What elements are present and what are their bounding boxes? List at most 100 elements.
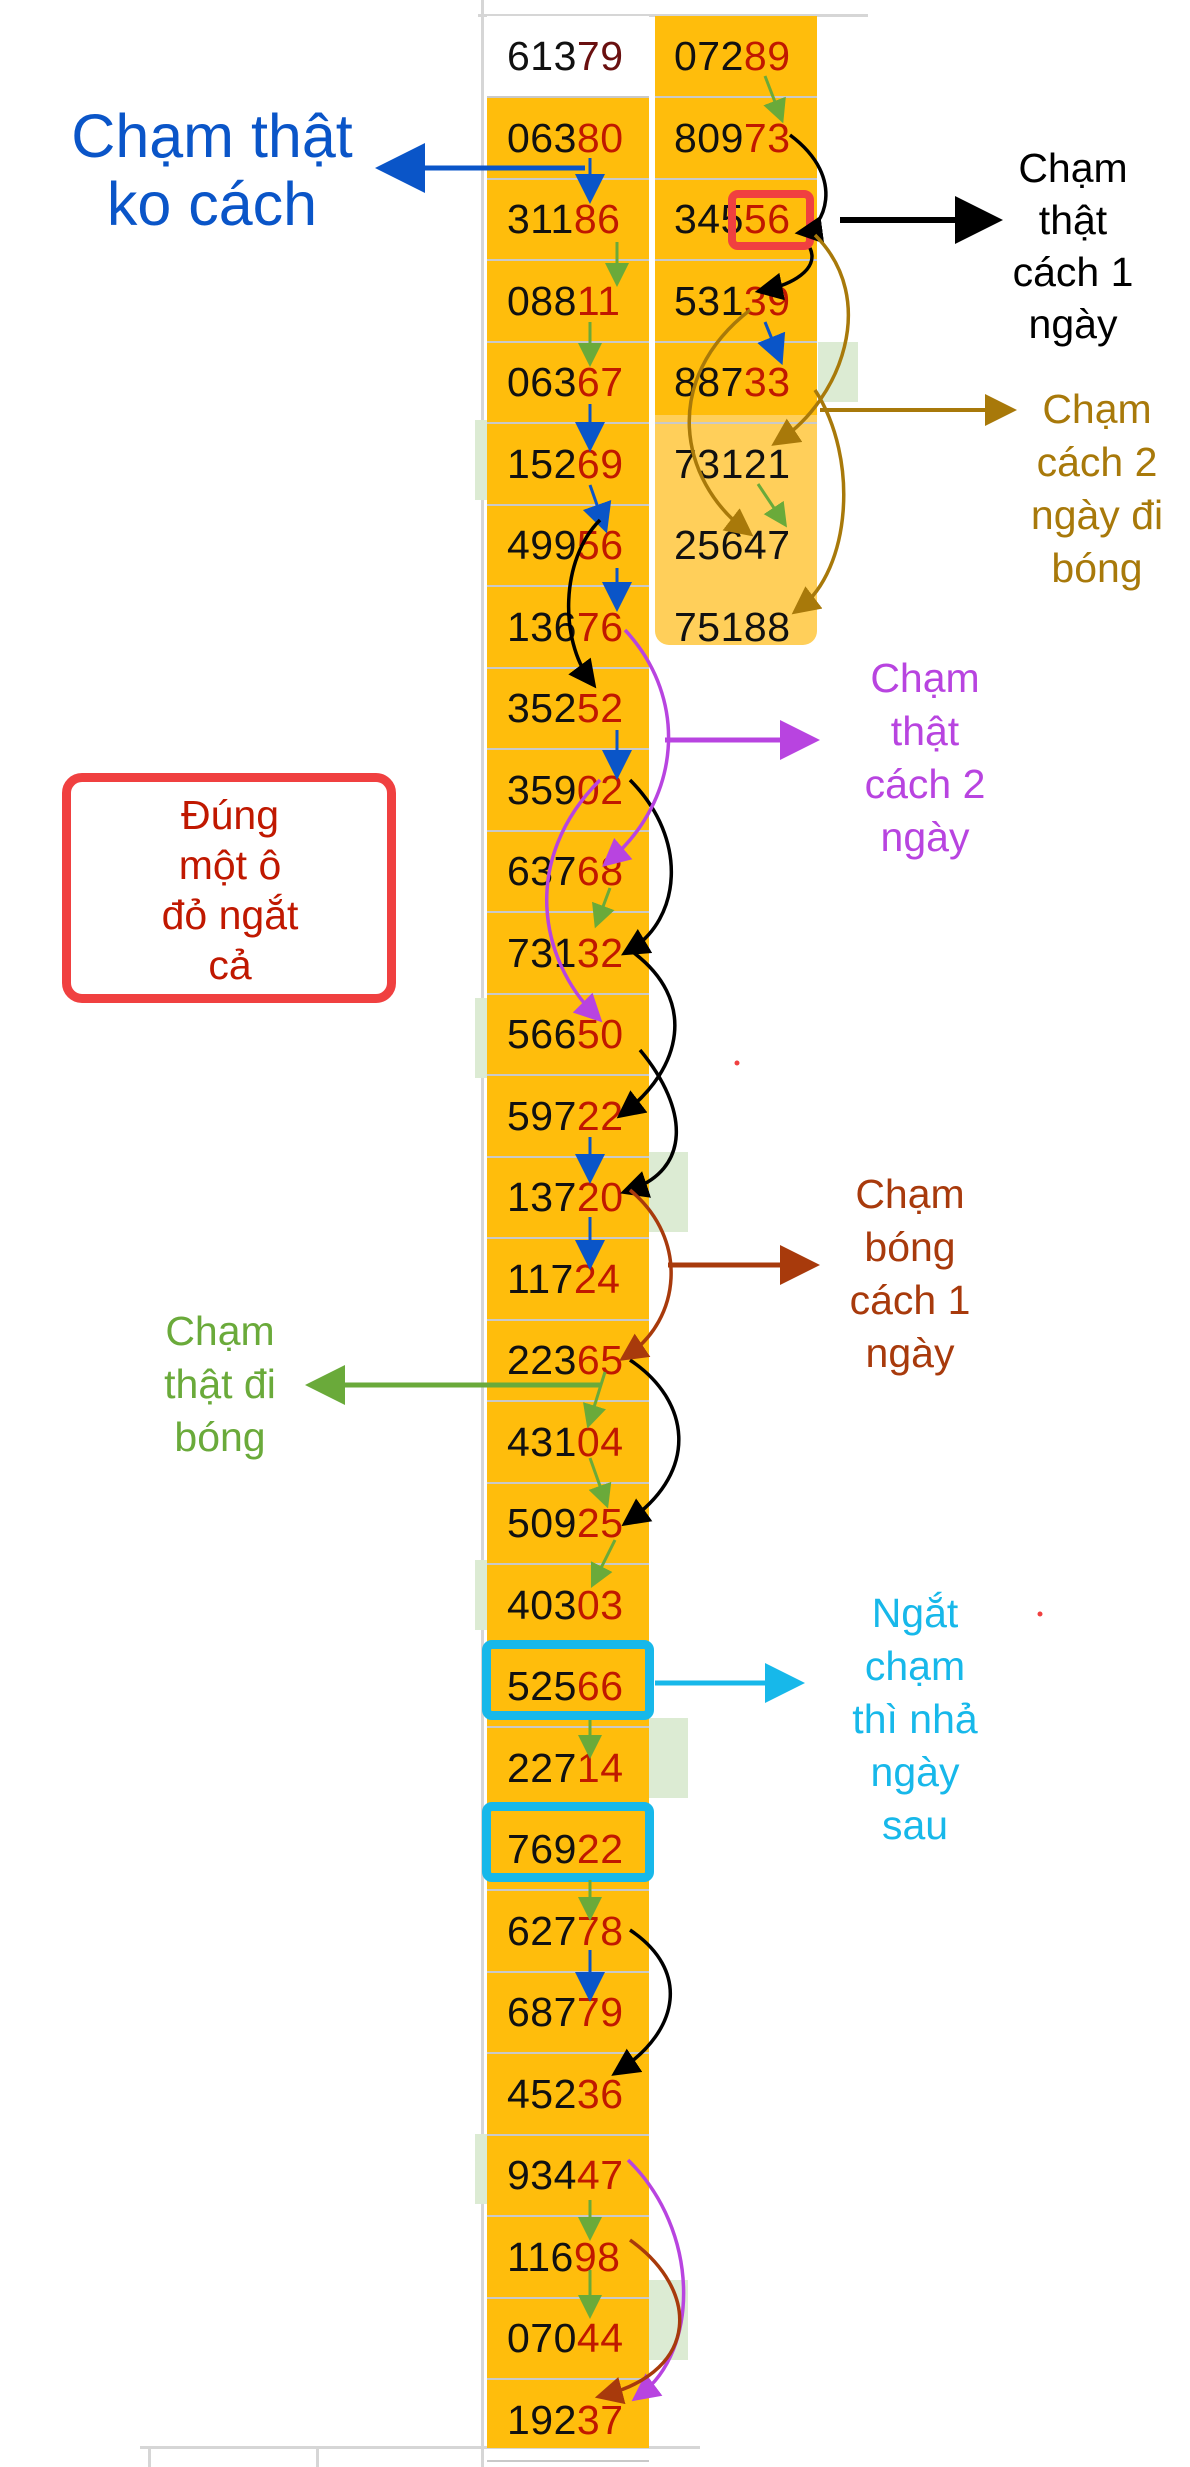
- background-green-cell: [475, 2134, 487, 2204]
- note-line: Đúng: [180, 792, 279, 838]
- number-cell: 61379: [487, 16, 649, 98]
- note-dung-mot-o-do-ngat-ca: Đúng một ô đỏ ngắt cả: [85, 790, 375, 990]
- note-line: cả: [208, 942, 252, 988]
- number-tail-digits: 66: [576, 1663, 624, 1709]
- number-head-digits: 769: [507, 1826, 577, 1872]
- note-line: Chạm: [870, 655, 980, 701]
- number-head-digits: 136: [507, 603, 577, 650]
- number-cell: 07289: [655, 16, 817, 98]
- note-line: ngày: [865, 1330, 955, 1376]
- background-green-cell: [475, 420, 487, 500]
- number-cell: 50925: [487, 1483, 649, 1565]
- note-cham-cach-2-ngay-di-bong: Chạm cách 2 ngày đi bóng: [1012, 383, 1182, 595]
- number-cell: 59722: [487, 1076, 649, 1158]
- brown-curve-arrow: [594, 2238, 682, 2405]
- blue-down-arrow: [582, 484, 612, 534]
- number-head-digits: 116: [507, 2233, 574, 2280]
- note-line: Ngắt: [871, 1590, 959, 1636]
- number-cell: 88733: [655, 342, 817, 424]
- note-line: ngày: [880, 814, 970, 860]
- black-curve-arrow: [611, 1928, 673, 2076]
- number-head-digits: 403: [507, 1581, 577, 1628]
- number-head-digits: 731: [507, 929, 577, 976]
- background-green-cell: [475, 998, 487, 1078]
- number-tail-digits: 65: [576, 1337, 624, 1383]
- grid-line-top: [478, 14, 868, 17]
- olive-curve-arrow: [771, 233, 851, 446]
- number-head-digits: 597: [507, 1092, 577, 1139]
- number-tail-digits: 98: [573, 2233, 621, 2280]
- green-down-arrow: [756, 483, 787, 528]
- number-tail-digits: 79: [576, 33, 624, 79]
- black-curve-arrow: [788, 133, 828, 244]
- number-head-digits: 063: [507, 114, 577, 161]
- number-tail-digits: 22: [576, 1092, 624, 1139]
- number-cell: 06380: [487, 98, 649, 180]
- number-head-digits: 117: [507, 1255, 574, 1302]
- number-cell: 75188: [655, 587, 817, 669]
- note-line: thật đi: [164, 1361, 276, 1407]
- note-line: cách 2: [1036, 439, 1158, 485]
- number-head-digits: 531: [674, 277, 744, 324]
- number-cell: 45236: [487, 2054, 649, 2136]
- brown-curve-arrow: [619, 1188, 673, 1361]
- number-tail-digits: 89: [743, 33, 791, 79]
- number-head-digits: 352: [507, 685, 577, 731]
- cyan-highlight-box-2: [482, 1802, 654, 1882]
- note-line: một ô: [178, 842, 282, 888]
- note-line: cách 1: [849, 1277, 971, 1323]
- number-head-digits: 223: [507, 1337, 577, 1383]
- number-tail-digits: 52: [576, 685, 624, 731]
- background-green-cell: [475, 1560, 487, 1630]
- green-down-arrow: [763, 75, 786, 124]
- number-cell: 19237: [487, 2380, 649, 2462]
- black-curve-arrow: [616, 948, 677, 1119]
- number-tail-digits: 03: [576, 1581, 624, 1628]
- number-cell: 73132: [487, 913, 649, 995]
- number-head-digits: 452: [507, 2070, 577, 2117]
- number-head-digits: 687: [507, 1989, 577, 2035]
- number-cell: 63768: [487, 831, 649, 913]
- note-line: ngày: [870, 1749, 960, 1795]
- number-head-digits: 431: [507, 1418, 577, 1465]
- note-cham-that-ko-cach: Chạm thật ko cách: [62, 102, 362, 238]
- number-head-digits: 75188: [674, 603, 791, 650]
- green-down-arrow: [583, 1371, 607, 1429]
- note-line: bóng: [864, 1224, 956, 1270]
- number-cell: 08811: [487, 261, 649, 343]
- column-b-fill: [655, 16, 817, 416]
- note-cham-bong-cach-1-ngay: Chạm bóng cách 1 ngày: [830, 1168, 990, 1380]
- stray-dot: [1037, 1611, 1043, 1617]
- number-cell: 13720: [487, 1157, 649, 1239]
- olive-curve-arrow: [687, 308, 754, 537]
- number-head-digits: 152: [507, 440, 577, 487]
- number-cell: 22365: [487, 1320, 649, 1402]
- note-line: ko cách: [106, 170, 318, 238]
- number-tail-digits: 80: [576, 114, 624, 161]
- number-head-digits: 613: [507, 33, 577, 79]
- note-line: bóng: [1051, 545, 1143, 591]
- stray-dot: [734, 1060, 740, 1066]
- number-tail-digits: 56: [743, 196, 791, 242]
- number-head-digits: 070: [507, 2315, 577, 2361]
- black-curve-arrow: [566, 518, 602, 689]
- grid-line-bottom-tick-1: [148, 2446, 151, 2467]
- grid-line-left: [481, 0, 484, 2467]
- note-line: chạm: [864, 1643, 966, 1689]
- note-cham-that-di-bong: Chạm thật đi bóng: [140, 1305, 300, 1464]
- note-line: thật: [890, 708, 960, 754]
- number-head-digits: 311: [507, 196, 574, 242]
- note-line: Chạm thật: [71, 102, 353, 170]
- grid-line-bottom-tick-2: [316, 2446, 319, 2467]
- number-cell: 13676: [487, 587, 649, 669]
- number-head-digits: 359: [507, 766, 577, 813]
- note-cham-that-cach-2-ngay: Chạm thật cách 2 ngày: [845, 652, 1005, 864]
- red-rounded-note-box: [62, 773, 396, 1003]
- number-tail-digits: 47: [576, 2152, 624, 2198]
- purple-curve-arrow: [602, 628, 671, 867]
- number-cell: 35252: [487, 668, 649, 750]
- note-line: Chạm: [1042, 386, 1152, 432]
- number-head-digits: 499: [507, 522, 577, 568]
- note-line: Chạm: [855, 1171, 965, 1217]
